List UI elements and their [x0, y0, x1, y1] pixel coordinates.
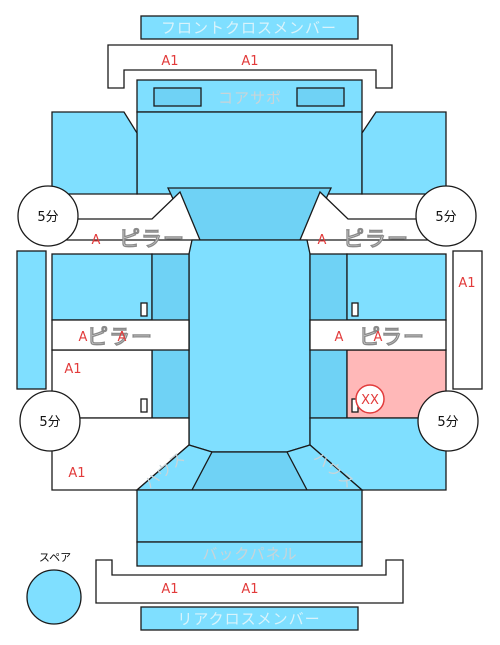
wheel-front-right[interactable] [415, 185, 477, 247]
center-floor[interactable] [188, 239, 311, 453]
wheel-rear-left[interactable] [19, 390, 81, 452]
wheel-front-left[interactable] [17, 185, 79, 247]
right-b-dot-1 [329, 326, 349, 346]
rear-a1-right-dot [241, 579, 259, 597]
left-side-rocker[interactable] [16, 250, 47, 390]
right-a-pillar-mark: A [318, 233, 327, 248]
rear-bracket [95, 559, 404, 604]
left-side-a1-mark: A1 [64, 362, 81, 377]
core-support-left-slot [153, 87, 202, 107]
left-b-pillar-label: ピラー [87, 325, 153, 349]
core-support-right-slot [296, 87, 345, 107]
front-center-body[interactable] [136, 111, 363, 195]
wheel-rear-right-label: 5分 [437, 415, 458, 430]
left-front-door[interactable] [51, 253, 153, 321]
rear-housing-inner [190, 451, 309, 491]
rear-a1-left-mark: A1 [161, 582, 178, 597]
wheel-rear-left-label: 5分 [39, 415, 60, 430]
left-bottom-a1-mark: A1 [68, 466, 85, 481]
rear-cross-member-label: リアクロスメンバー [177, 610, 320, 628]
left-a-pillar-label: ピラー [119, 227, 185, 251]
right-front-door[interactable] [346, 253, 447, 321]
front-a1-right-mark: A1 [241, 54, 258, 69]
right-b-mark-2: A [374, 330, 383, 345]
front-a1-right-dot [241, 51, 259, 69]
front-bracket [107, 44, 393, 89]
rear-cross-member-strip[interactable] [140, 606, 359, 631]
right-b-dot-2 [368, 326, 388, 346]
damage-xx-circle[interactable] [355, 384, 385, 414]
rear-a1-right-mark: A1 [241, 582, 258, 597]
spare-label: スペア [39, 551, 71, 564]
right-side-a1-mark: A1 [458, 276, 475, 291]
left-door-handle-lower [140, 398, 148, 413]
damage-xx-mark: XX [361, 393, 379, 408]
left-b-mark-2: A [118, 330, 127, 345]
wheel-front-left-label: 5分 [37, 210, 58, 225]
left-door-handle-upper [140, 302, 148, 317]
right-b-pillar-label: ピラー [359, 325, 425, 349]
right-side-rocker[interactable] [452, 250, 483, 390]
wheel-front-right-label: 5分 [435, 210, 456, 225]
right-a-pillar-label: ピラー [343, 227, 409, 251]
wheel-rear-right[interactable] [417, 390, 479, 452]
left-a-pillar-mark: A [92, 233, 101, 248]
front-cross-member-strip[interactable] [140, 15, 359, 40]
left-front-fender[interactable] [51, 111, 138, 195]
left-b-mark-1: A [79, 330, 88, 345]
front-a1-left-mark: A1 [161, 54, 178, 69]
right-b-mark-1: A [335, 330, 344, 345]
left-b-dot-1 [73, 326, 93, 346]
back-panel-label: バックパネル [202, 545, 297, 563]
front-cross-member-label: フロントクロスメンバー [161, 19, 337, 37]
right-door-handle-upper [351, 302, 359, 317]
spare-tire[interactable] [26, 569, 82, 625]
right-front-fender[interactable] [361, 111, 447, 195]
front-a1-left-dot [161, 51, 179, 69]
back-panel[interactable] [136, 541, 363, 567]
left-b-dot-2 [112, 326, 132, 346]
core-support-label: コアサポ [218, 89, 282, 107]
rear-body[interactable] [136, 489, 363, 543]
rear-a1-left-dot [161, 579, 179, 597]
